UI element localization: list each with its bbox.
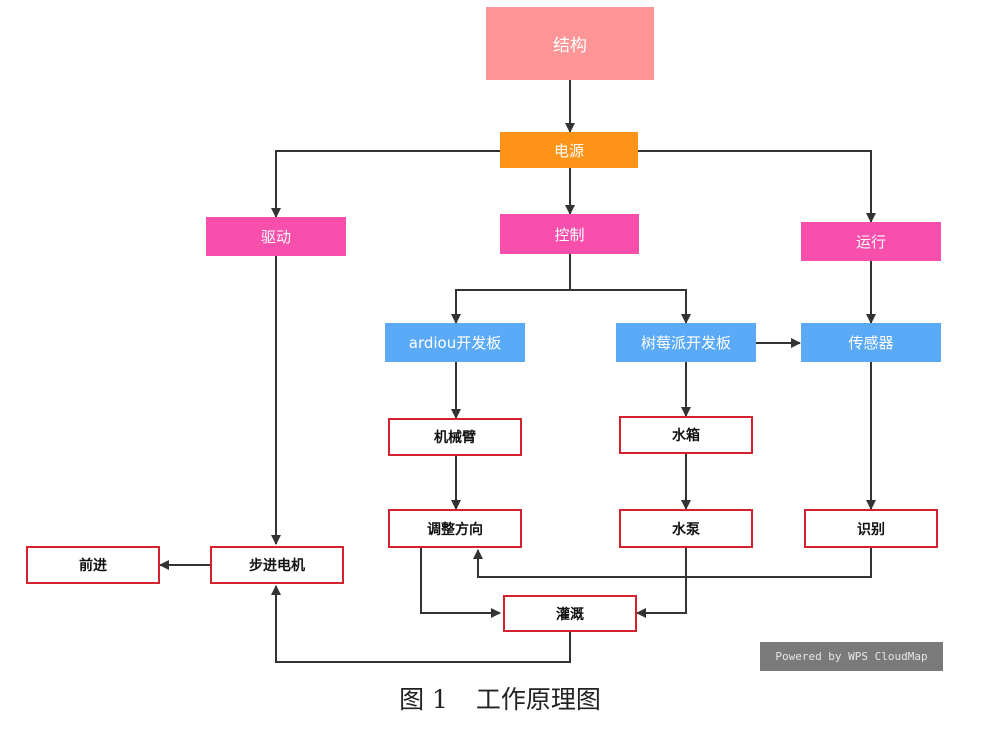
node-identify: 识别: [804, 509, 938, 548]
node-water-pump-label: 水泵: [672, 521, 700, 538]
figure-number: 图 1: [399, 685, 448, 714]
edge-power-drive: [271, 150, 500, 218]
edge-control-boards: [455, 254, 571, 323]
watermark-text: Powered by WPS CloudMap: [775, 650, 928, 663]
node-stepper-motor: 步进电机: [210, 546, 344, 584]
node-power-label: 电源: [553, 141, 584, 160]
edge-control-raspberry: [570, 289, 691, 324]
node-water-tank-label: 水箱: [672, 428, 700, 444]
node-forward-label: 前进: [79, 558, 107, 574]
edge-power-run: [638, 150, 876, 223]
edge-pump-irrigate: [636, 548, 687, 618]
node-control: 控制: [500, 214, 639, 254]
node-sensor: 传感器: [801, 323, 941, 362]
node-drive: 驱动: [206, 217, 346, 256]
node-drive-label: 驱动: [260, 228, 291, 246]
node-stepper-motor-label: 步进电机: [249, 558, 305, 574]
node-run-label: 运行: [855, 233, 886, 251]
node-raspberry-board: 树莓派开发板: [616, 323, 756, 362]
node-water-tank: 水箱: [619, 416, 753, 454]
node-forward: 前进: [26, 546, 160, 584]
edge-identify-adjust: [473, 548, 872, 578]
node-arduino-board-label: ardiou开发板: [408, 334, 502, 352]
node-raspberry-board-label: 树莓派开发板: [640, 334, 731, 352]
figure-title: 工作原理图: [475, 685, 601, 714]
node-power: 电源: [500, 132, 638, 168]
node-structure: 结构: [486, 7, 654, 80]
node-robot-arm-label: 机械臂: [434, 430, 476, 446]
node-run: 运行: [801, 222, 941, 261]
node-control-label: 控制: [554, 225, 585, 244]
node-irrigate: 灌溉: [503, 595, 637, 632]
edge-irrigate-stepper: [271, 585, 571, 663]
node-structure-label: 结构: [553, 36, 587, 56]
node-robot-arm: 机械臂: [388, 418, 522, 456]
node-water-pump: 水泵: [619, 509, 753, 548]
node-identify-label: 识别: [857, 521, 885, 538]
node-irrigate-label: 灌溉: [556, 606, 584, 623]
node-arduino-board: ardiou开发板: [385, 323, 525, 362]
node-adjust-direction: 调整方向: [388, 509, 522, 548]
figure-caption: 图 1 工作原理图: [0, 680, 1000, 716]
node-adjust-direction-label: 调整方向: [427, 521, 483, 538]
edge-adjust-irrigate: [420, 548, 501, 618]
watermark-badge: Powered by WPS CloudMap: [760, 642, 943, 671]
node-sensor-label: 传感器: [848, 334, 894, 352]
